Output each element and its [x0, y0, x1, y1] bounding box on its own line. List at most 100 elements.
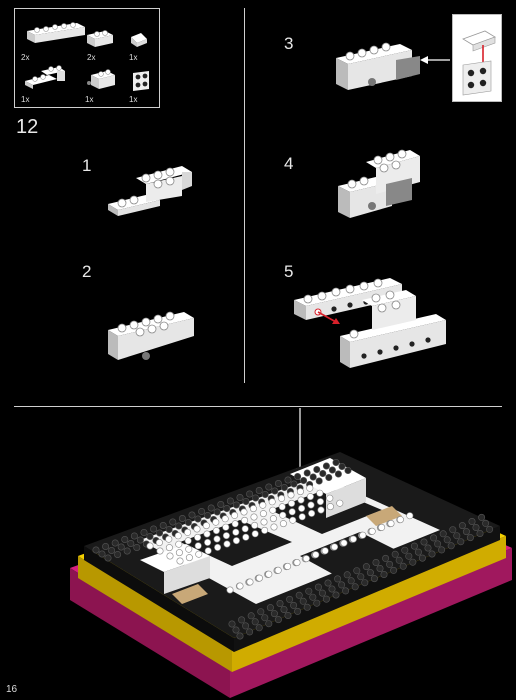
floor-opening-3	[300, 532, 400, 578]
stud	[328, 585, 336, 593]
stud	[395, 556, 403, 564]
stud	[261, 614, 269, 622]
part-brick-1x2	[87, 30, 113, 47]
stud	[309, 593, 317, 601]
parts-illustrations	[25, 22, 149, 91]
stud	[278, 494, 286, 502]
substep-1-number: 1	[82, 156, 92, 175]
stud	[174, 532, 182, 540]
stud	[251, 521, 259, 529]
stud	[130, 532, 138, 540]
stud	[376, 564, 384, 572]
substep-5-top-brick	[294, 278, 402, 320]
stud	[242, 497, 250, 505]
stud	[207, 504, 215, 512]
stud	[226, 586, 234, 594]
stud	[108, 546, 116, 554]
stud	[420, 538, 428, 546]
stud	[203, 530, 211, 538]
stud	[315, 477, 323, 485]
stud	[102, 542, 110, 550]
stud	[155, 539, 163, 547]
stud	[231, 520, 239, 528]
stud	[284, 611, 292, 619]
stud	[165, 525, 173, 533]
stud	[380, 570, 388, 578]
stud	[274, 566, 282, 574]
stud	[409, 558, 417, 566]
stud	[290, 601, 298, 609]
part-brick-with-pin	[87, 69, 115, 89]
stud	[184, 518, 192, 526]
stud	[123, 547, 131, 555]
stud	[349, 535, 357, 543]
stud	[324, 579, 332, 587]
stud	[194, 542, 202, 550]
stud	[313, 599, 321, 607]
stud	[268, 498, 276, 506]
stud	[140, 528, 148, 536]
stud	[276, 599, 284, 607]
stud	[188, 511, 196, 519]
stud	[418, 554, 426, 562]
stud	[213, 508, 221, 516]
stud	[265, 620, 273, 628]
stud	[298, 513, 306, 521]
stud	[217, 500, 225, 508]
stud	[232, 501, 240, 509]
stud	[309, 473, 317, 481]
stud	[372, 558, 380, 566]
stud	[255, 624, 263, 632]
stud	[146, 532, 154, 540]
part-bracket-plate	[25, 65, 65, 89]
stud	[274, 616, 282, 624]
stud	[127, 539, 135, 547]
stud	[325, 473, 333, 481]
stud	[212, 518, 220, 526]
stud	[439, 530, 447, 538]
stud	[340, 539, 348, 547]
stud	[240, 508, 248, 516]
stud	[231, 511, 239, 519]
stud	[357, 573, 365, 581]
stud	[184, 528, 192, 536]
stud	[185, 545, 193, 553]
stud	[280, 483, 288, 491]
substep-5-number: 5	[284, 262, 294, 281]
stud	[343, 571, 351, 579]
stud	[204, 547, 212, 555]
stud	[269, 506, 277, 514]
stud	[414, 548, 422, 556]
stud	[241, 525, 249, 533]
stud	[238, 616, 246, 624]
stud	[482, 519, 490, 527]
callout-arrow-head	[420, 56, 428, 64]
stud	[257, 608, 265, 616]
stud	[251, 530, 259, 538]
stud	[232, 528, 240, 536]
stud	[280, 605, 288, 613]
stud	[169, 518, 177, 526]
stud	[338, 581, 346, 589]
stud	[336, 499, 344, 507]
stud	[212, 527, 220, 535]
stud	[278, 503, 286, 511]
stud	[121, 535, 129, 543]
stud	[202, 522, 210, 530]
stud	[302, 555, 310, 563]
stud	[288, 499, 296, 507]
stud	[300, 476, 308, 484]
stud	[213, 535, 221, 543]
stud	[136, 536, 144, 544]
substep-5-red-arrow	[317, 311, 337, 323]
stud	[159, 521, 167, 529]
stud	[332, 591, 340, 599]
stud	[447, 542, 455, 550]
stud	[252, 494, 260, 502]
stud	[259, 510, 267, 518]
stud	[466, 534, 474, 542]
part-slope-1x2	[131, 33, 147, 47]
stud	[366, 569, 374, 577]
stud	[468, 517, 476, 525]
